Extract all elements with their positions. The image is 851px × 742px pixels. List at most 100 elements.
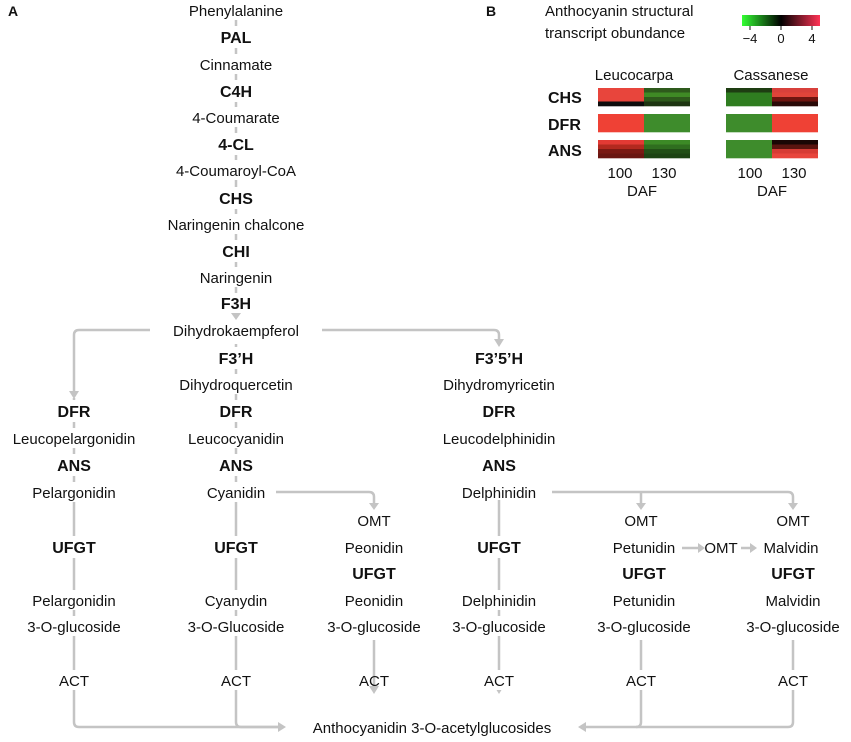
heatmap-cell [726,88,772,93]
f3prime-h-enzyme-label: F3’H [219,351,254,368]
heatmap-title-line2: transcript obundance [545,25,685,42]
f3h-enzyme-label: F3H [221,296,251,313]
ufgt-enzyme-label: UFGT [622,566,666,583]
heatmap-cell [772,140,818,145]
heatmap-cell [598,92,644,98]
peonidin-glucoside-suffix: 3-O-glucoside [327,619,420,636]
scale-tick-label: 0 [777,31,784,46]
heatmap-cell [772,114,818,119]
heatmap-title-line1: Anthocyanin structural [545,3,693,20]
ufgt-enzyme-label: UFGT [477,540,521,557]
leucocyanidin-label: Leucocyanidin [188,431,284,448]
heatmap-cell [726,101,772,107]
color-scale-bar [742,15,820,26]
heatmap-cell [726,153,772,159]
petunidin-glucoside-label: Petunidin [613,593,676,610]
daf-axis-label: DAF [627,183,657,200]
heatmap-cell [726,92,772,98]
delphinidin-glucoside-suffix: 3-O-glucoside [452,619,545,636]
heatmap-cell [644,144,690,150]
heatmap-cell [772,92,818,98]
main-trunk: Phenylalanine PAL Cinnamate C4H 4-Coumar… [150,0,322,340]
heatmap-cell [644,97,690,102]
heatmap-cell [598,127,644,133]
row-label-ans: ANS [548,143,582,160]
omt-between-label: OMT [704,540,737,557]
cyanidin-glucoside-suffix: 3-O-Glucoside [188,619,285,636]
heatmap-cell [772,88,818,93]
daf-tick-label: 130 [651,165,676,182]
row-label-chs: CHS [548,90,582,107]
peonidin-glucoside-label: Peonidin [345,593,403,610]
heatmap-cell [644,149,690,154]
cyanidin-label: Cyanidin [207,485,265,502]
omt-enzyme-label: OMT [357,513,390,530]
malvidin-glucoside-label: Malvidin [765,593,820,610]
coumarate-label: 4-Coumarate [192,110,280,127]
scale-tick-label: 4 [808,31,815,46]
heatmap-cell [726,118,772,124]
delphinidin-glucoside-label: Delphinidin [462,593,536,610]
heatmap-cells [598,88,818,159]
heatmap-cell [598,149,644,154]
daf-tick-label: 100 [737,165,762,182]
heatmap-cell [726,127,772,133]
act-enzyme-label: ACT [778,673,808,690]
heatmap-cell [644,153,690,159]
heatmap-cell [772,97,818,102]
heatmap-cell [726,114,772,119]
pelargonidin-label: Pelargonidin [32,485,115,502]
pelargonidin-column: DFR Leucopelargonidin ANS Pelargonidin U… [2,400,148,690]
heatmap-cell [726,140,772,145]
ufgt-enzyme-label: UFGT [214,540,258,557]
cyanidin-glucoside-label: Cyanydin [205,593,268,610]
heatmap-cell [644,123,690,128]
heatmap-cell [598,140,644,145]
naringenin-chalcone-label: Naringenin chalcone [168,217,305,234]
ans-enzyme-label: ANS [482,458,516,475]
dihydroquercetin-label: Dihydroquercetin [179,377,292,394]
c4h-enzyme-label: C4H [220,84,252,101]
malvidin-label: Malvidin [763,540,818,557]
malvidin-column: OMT Malvidin UFGT Malvidin 3-O-glucoside… [736,513,850,690]
dfr-enzyme-label: DFR [220,404,253,421]
pelargonidin-glucoside-suffix: 3-O-glucoside [27,619,120,636]
ans-enzyme-label: ANS [57,458,91,475]
heatmap-cell [598,123,644,128]
pelargonidin-glucoside-label: Pelargonidin [32,593,115,610]
ufgt-enzyme-label: UFGT [352,566,396,583]
heatmap-cell [644,140,690,145]
leucodelphinidin-label: Leucodelphinidin [443,431,556,448]
final-product-label: Anthocyanidin 3-O-acetylglucosides [313,720,551,737]
act-enzyme-label: ACT [359,673,389,690]
phenylalanine-label: Phenylalanine [189,3,283,20]
4cl-enzyme-label: 4-CL [218,137,254,154]
dihydrokaempferol-label: Dihydrokaempferol [173,323,299,340]
act-enzyme-label: ACT [59,673,89,690]
petunidin-glucoside-suffix: 3-O-glucoside [597,619,690,636]
heatmap-cell [772,149,818,154]
omt-enzyme-label: OMT [624,513,657,530]
act-enzyme-label: ACT [626,673,656,690]
delphinidin-column: F3’5’H Dihydromyricetin DFR Leucodelphin… [440,351,558,690]
heatmap-cell [772,118,818,124]
heatmap-cell [598,118,644,124]
coumaroyl-coa-label: 4-Coumaroyl-CoA [176,163,296,180]
peonidin-column: OMT Peonidin UFGT Peonidin 3-O-glucoside… [327,513,420,690]
row-label-dfr: DFR [548,117,581,134]
dihydromyricetin-label: Dihydromyricetin [443,377,555,394]
act-enzyme-label: ACT [484,673,514,690]
daf-axis-label: DAF [757,183,787,200]
chs-enzyme-label: CHS [219,191,253,208]
pal-enzyme-label: PAL [221,30,252,47]
f35h-enzyme-label: F3’5’H [475,351,523,368]
heatmap-cell [598,88,644,93]
heatmap-cell [726,123,772,128]
daf-tick-label: 100 [607,165,632,182]
heatmap-cell [772,123,818,128]
panel-b-label: B [486,3,496,19]
heatmap-cell [598,144,644,150]
peonidin-label: Peonidin [345,540,403,557]
petunidin-label: Petunidin [613,540,676,557]
heatmap-cell [644,114,690,119]
